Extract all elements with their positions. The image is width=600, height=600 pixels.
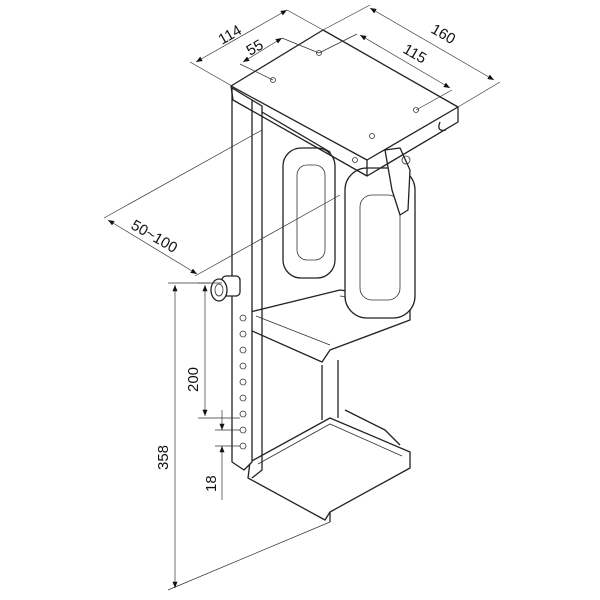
dim-label-358: 358 (155, 445, 172, 470)
dim-label-200: 200 (185, 367, 202, 392)
mounting-holes (270, 50, 419, 163)
lower-tray (247, 360, 411, 522)
dim-label-160: 160 (428, 21, 458, 48)
dim-label-55: 55 (244, 36, 267, 59)
dim-label-18: 18 (203, 475, 220, 492)
adjustment-knob (210, 275, 241, 302)
dimension-lines (103, 4, 501, 591)
dim-label-114: 114 (216, 22, 245, 49)
left-post (231, 87, 331, 479)
adjustment-holes (239, 314, 247, 450)
clamp-arms (282, 147, 416, 319)
dim-label-115: 115 (400, 41, 429, 68)
